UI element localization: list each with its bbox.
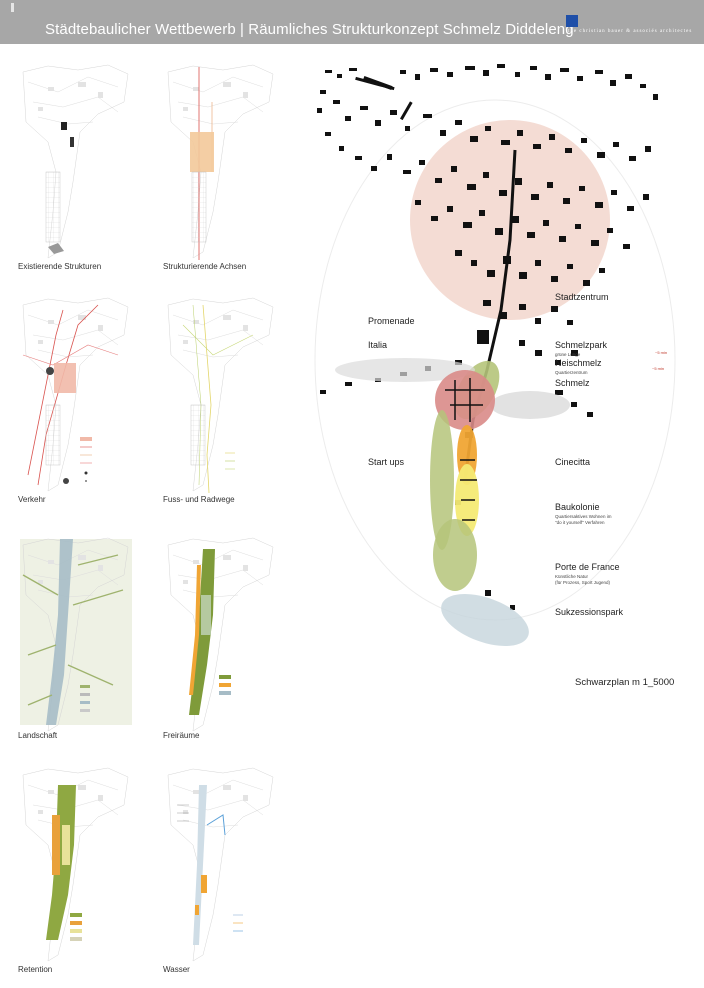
panel-map-2 — [167, 64, 274, 260]
caption-existierende-strukturen: Existierende Strukturen — [18, 262, 102, 271]
label-porte-sub1: Künstliche Natur — [555, 574, 589, 579]
panel-map-6 — [167, 537, 274, 732]
panel-retention — [18, 765, 134, 965]
panel-map-3 — [22, 297, 129, 492]
panel-map-5 — [20, 537, 132, 732]
label-sukzessionspark: Sukzessionspark — [555, 607, 624, 617]
caption-retention: Retention — [18, 965, 53, 974]
label-schmelzpark: Schmelzpark — [555, 340, 608, 350]
panel-verkehr — [18, 295, 134, 495]
label-porte-de-france: Porte de France — [555, 562, 620, 572]
header-bar: Städtebaulicher Wettbewerb | Räumliches … — [0, 0, 704, 44]
zone-sukzessionspark — [441, 594, 529, 646]
panel-strukturierende-achsen — [163, 62, 279, 262]
label-neischmelz-sub: Quartierzentrum — [555, 370, 588, 375]
zone-neischmelz — [435, 370, 495, 430]
buildings — [317, 64, 658, 610]
panel-map-1 — [22, 64, 129, 259]
label-startups: Start ups — [368, 457, 405, 467]
schwarzplan — [305, 60, 695, 670]
label-cinecitta: Cinecitta — [555, 457, 591, 467]
label-baukolonie-sub2: "do it yourself" Verfahren — [555, 520, 605, 525]
label-stadtzentrum: Stadtzentrum — [555, 292, 609, 302]
label-schmelzpark-sub: grüne Lunge — [555, 352, 581, 357]
zone-startups — [430, 410, 454, 550]
label-porte-sub2: (für Prozess, Sport Jugend) — [555, 580, 611, 585]
label-baukolonie-sub1: Quartiersaktives Wohnen im — [555, 514, 612, 519]
label-italia: Italia — [368, 340, 388, 350]
annotation-walk-time-2: ~5 min — [652, 366, 665, 371]
caption-strukturierende-achsen: Strukturierende Achsen — [163, 262, 247, 271]
panel-map-4 — [167, 297, 274, 494]
panel-map-7 — [22, 767, 129, 962]
annotation-walk-time-1: ~5 min — [655, 350, 668, 355]
caption-landschaft: Landschaft — [18, 731, 58, 740]
schwarzplan-map — [314, 64, 676, 646]
label-neischmelz: Neischmelz — [555, 358, 602, 368]
header-accent — [11, 3, 14, 12]
zone-porte-de-france — [433, 519, 477, 591]
caption-verkehr: Verkehr — [18, 495, 46, 504]
panel-existierende-strukturen — [18, 62, 134, 262]
page-title: Städtebaulicher Wettbewerb | Räumliches … — [45, 21, 574, 38]
panel-map-8 — [167, 767, 274, 962]
panel-freiraeume — [163, 535, 279, 735]
firm-logo-square — [566, 15, 578, 27]
label-promenade: Promenade — [368, 316, 415, 326]
caption-fuss-und-radwege: Fuss- und Radwege — [163, 495, 235, 504]
scale-caption: Schwarzplan m 1_5000 — [575, 677, 675, 688]
panel-landschaft — [18, 535, 134, 735]
firm-name: the christian bauer & associés architect… — [568, 29, 693, 34]
panel-fuss-und-radwege — [163, 295, 279, 495]
caption-freiraeume: Freiräume — [163, 731, 200, 740]
label-schmelz: Schmelz — [555, 378, 590, 388]
label-baukolonie: Baukolonie — [555, 502, 600, 512]
caption-wasser: Wasser — [163, 965, 190, 974]
panel-wasser — [163, 765, 279, 965]
